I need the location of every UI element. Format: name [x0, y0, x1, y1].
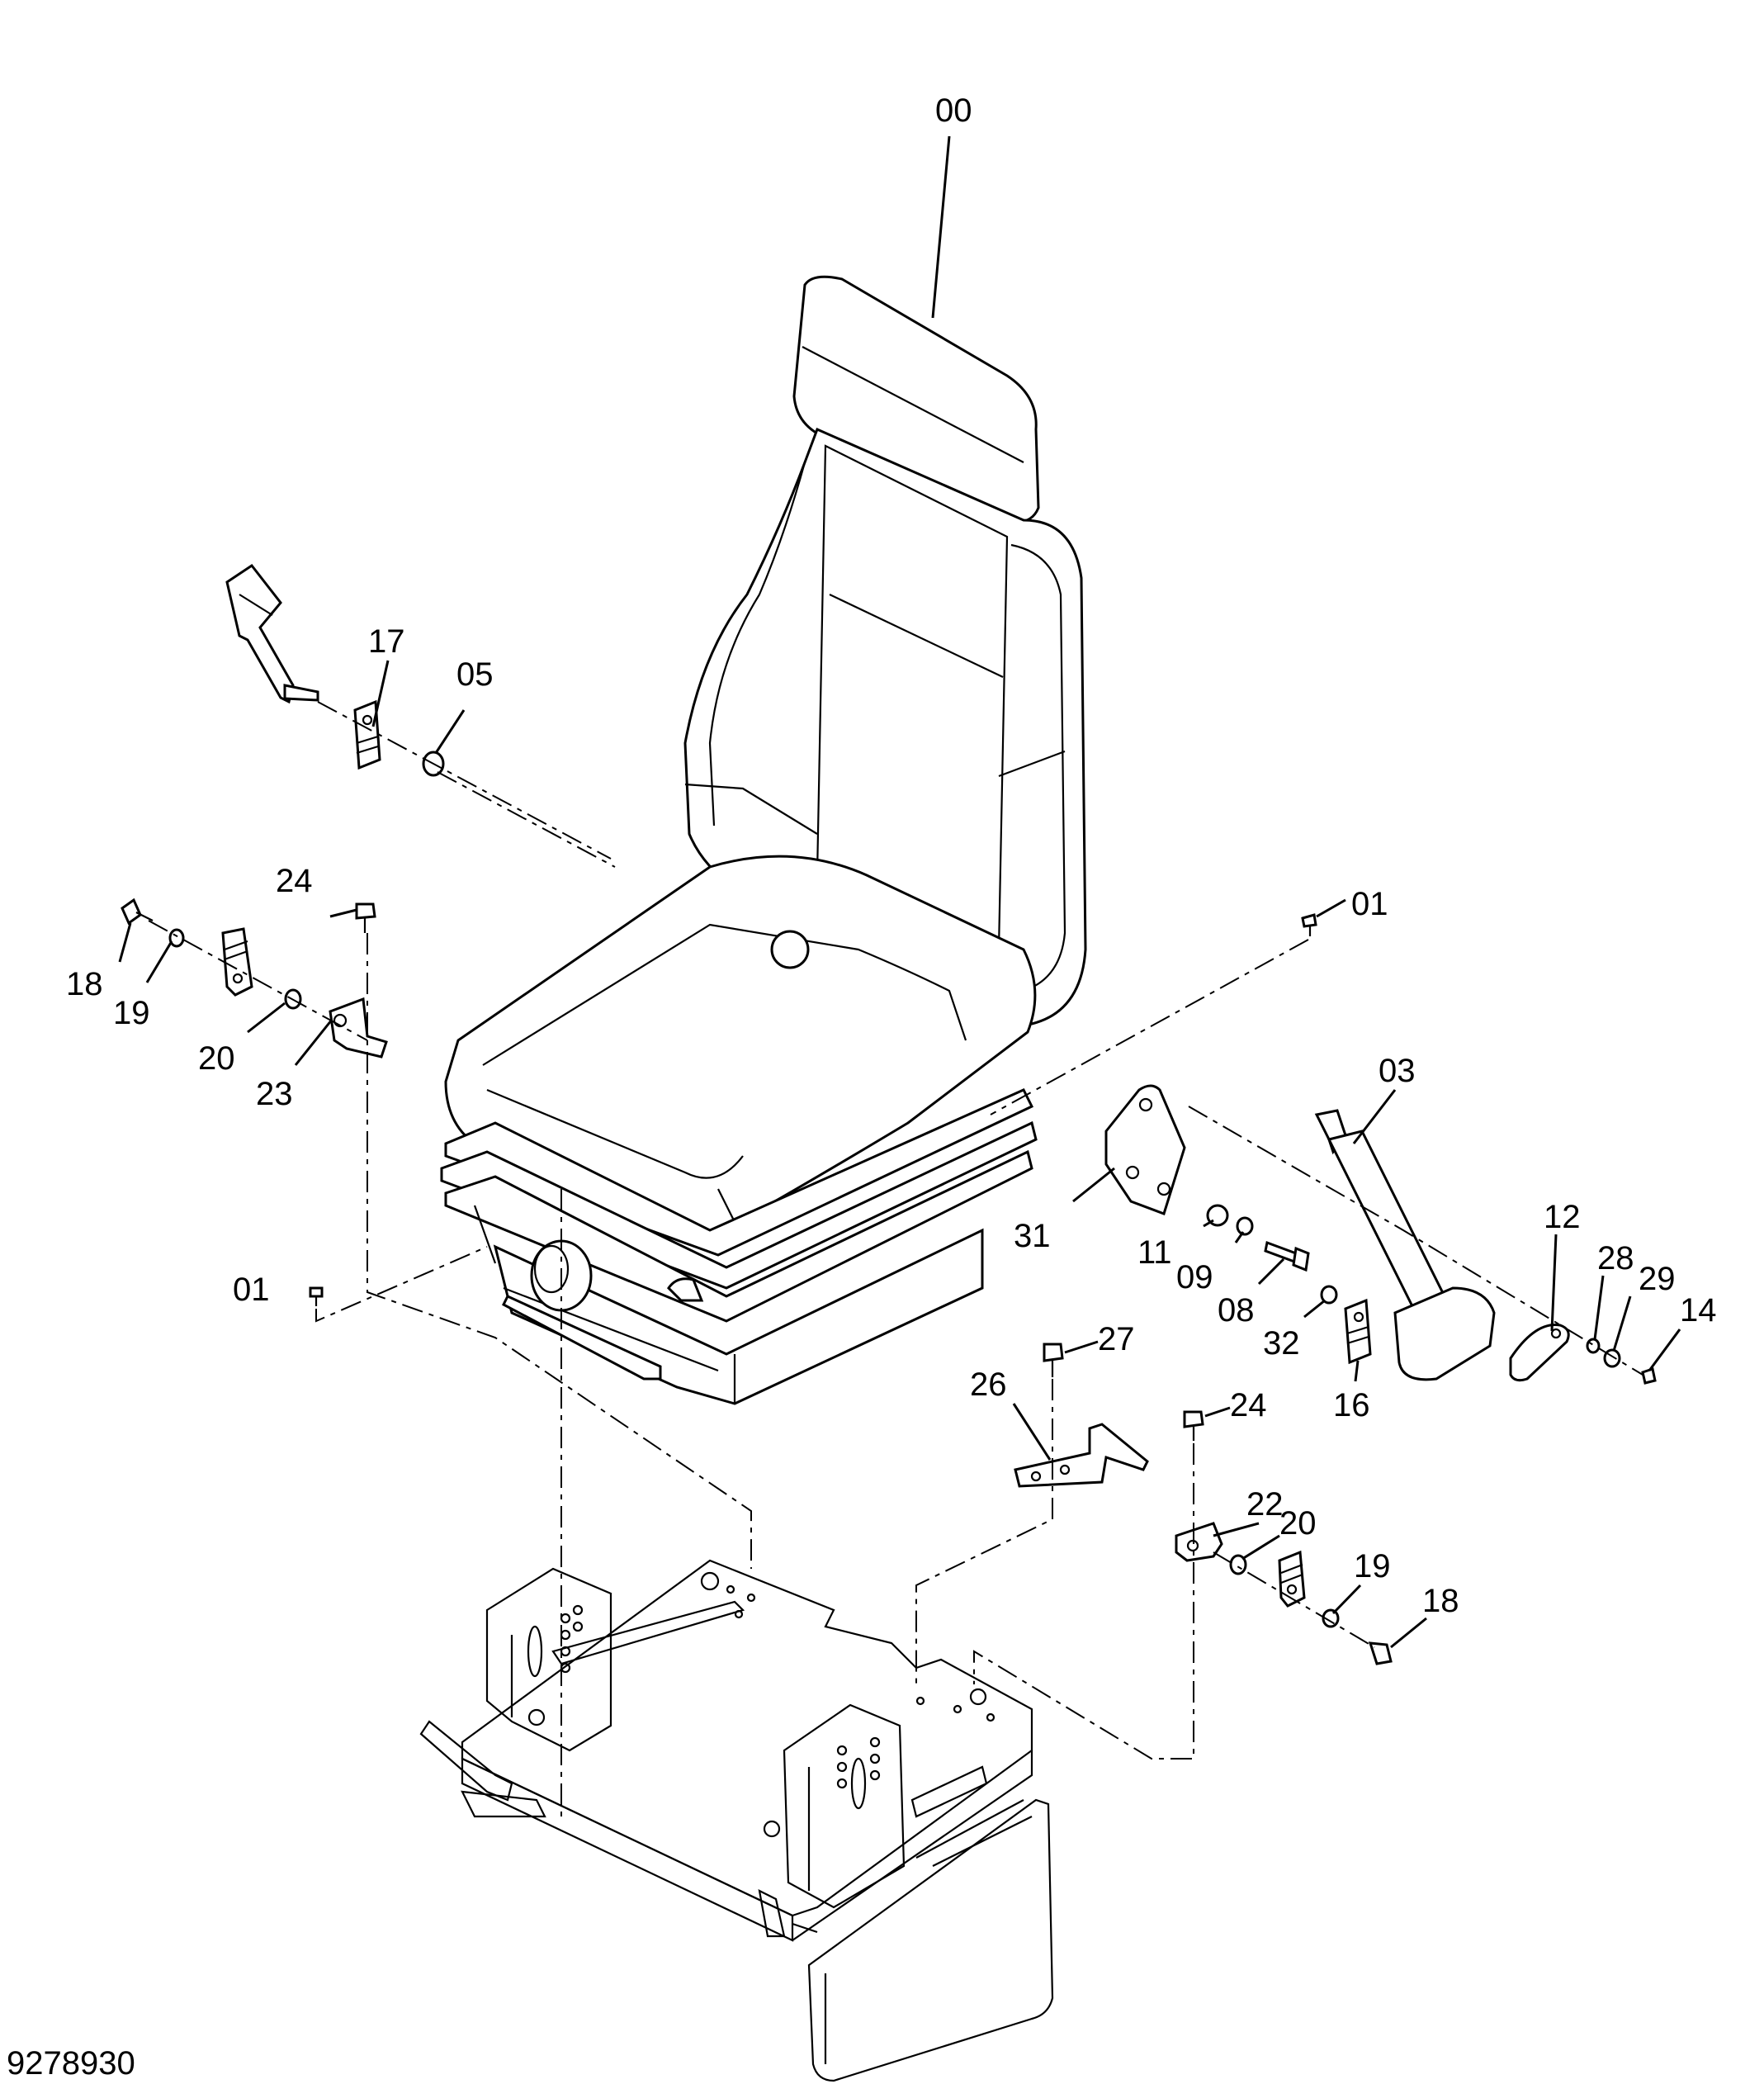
callout-17: 17	[368, 623, 405, 660]
callout-19-left: 19	[113, 995, 150, 1031]
callout-23: 23	[256, 1076, 293, 1112]
drawing-number: 9278930	[7, 2045, 135, 2082]
callout-09: 09	[1176, 1259, 1213, 1295]
callout-14: 14	[1680, 1292, 1717, 1329]
leader-lines	[118, 135, 1681, 1649]
callout-03: 03	[1379, 1053, 1416, 1089]
callout-labels: 00 17 05 24 18 19 20 23 01 01 03 31 11 0…	[66, 92, 1717, 1619]
callout-27: 27	[1098, 1321, 1135, 1357]
callout-22: 22	[1246, 1486, 1284, 1523]
callout-18-right: 18	[1422, 1583, 1459, 1619]
callout-20-left: 20	[198, 1040, 235, 1077]
callout-20-right: 20	[1279, 1505, 1317, 1542]
callout-12: 12	[1544, 1199, 1581, 1235]
callout-01-left: 01	[233, 1272, 270, 1308]
callout-31: 31	[1014, 1218, 1051, 1254]
callout-24-left: 24	[276, 863, 313, 899]
callout-16: 16	[1333, 1387, 1370, 1423]
callout-00: 00	[935, 92, 972, 129]
seat-base-frame	[419, 1559, 1054, 2082]
callout-24-right: 24	[1230, 1387, 1267, 1423]
callout-32: 32	[1263, 1325, 1300, 1362]
callout-29: 29	[1639, 1261, 1676, 1297]
callout-05: 05	[456, 656, 494, 693]
callout-18-left: 18	[66, 966, 103, 1002]
seat-assembly	[440, 275, 1087, 1405]
hardware-parts	[121, 563, 1657, 1665]
callout-01-right: 01	[1351, 886, 1388, 922]
callout-28: 28	[1597, 1240, 1634, 1276]
callout-08: 08	[1218, 1292, 1255, 1329]
callout-19-right: 19	[1354, 1548, 1391, 1584]
callout-26: 26	[970, 1366, 1007, 1403]
callout-11: 11	[1137, 1234, 1172, 1271]
